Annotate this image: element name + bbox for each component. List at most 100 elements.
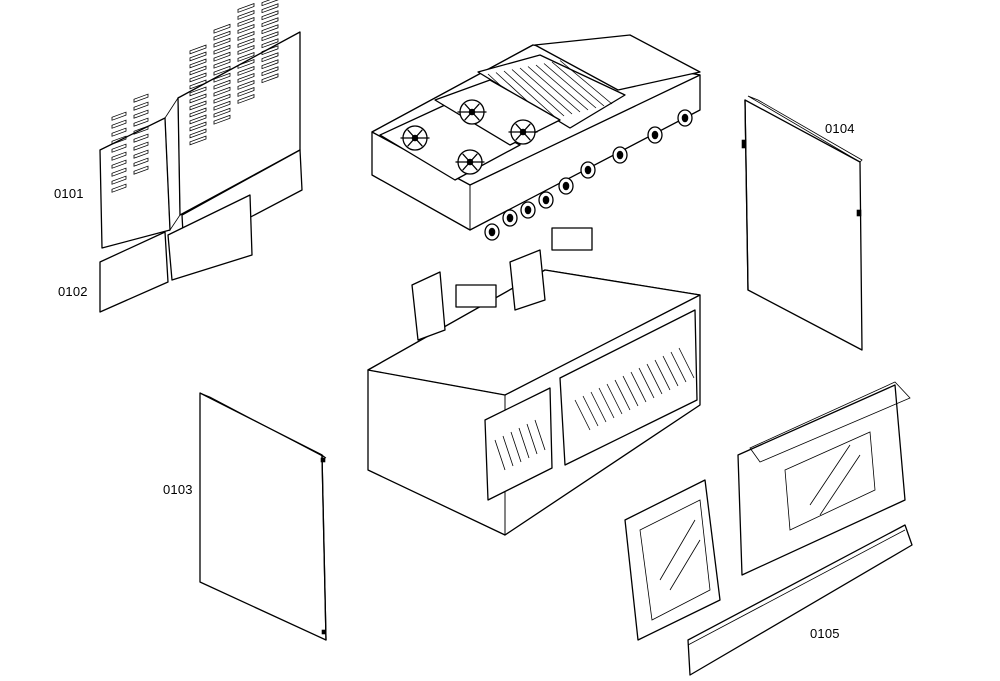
grill-bar xyxy=(535,64,589,111)
louver-slot xyxy=(189,58,207,69)
louver-slot xyxy=(237,59,255,69)
louver-slot xyxy=(261,0,279,7)
louver-slot xyxy=(213,23,231,34)
louver-slot xyxy=(189,44,207,55)
part-label-0103: 0103 xyxy=(163,482,193,497)
louver-slot xyxy=(237,66,255,76)
louver-slot xyxy=(189,107,207,118)
louver-slot xyxy=(111,111,127,121)
louver-slot xyxy=(213,30,231,41)
louver-slot xyxy=(261,73,279,84)
grill-bar xyxy=(519,67,573,115)
rack-wire xyxy=(638,367,655,399)
louver-slot xyxy=(261,66,279,77)
louver-slot xyxy=(237,24,255,34)
louver-slot xyxy=(261,59,279,70)
oven-doors-kickplate-part[interactable] xyxy=(624,381,913,676)
louver-slot xyxy=(261,24,279,35)
cooktop-assembly xyxy=(371,34,701,241)
knob-center xyxy=(584,165,592,175)
rack-wire xyxy=(606,383,623,415)
knob-center xyxy=(542,195,550,205)
knob-center xyxy=(524,205,532,215)
grill-bar xyxy=(511,69,565,117)
louver-slot xyxy=(133,133,149,143)
louver-slot xyxy=(111,183,127,193)
part-label-0105: 0105 xyxy=(810,626,840,641)
louver-slot xyxy=(261,52,279,63)
knob-center xyxy=(616,150,624,160)
grill-bar xyxy=(551,61,605,107)
louver-slot xyxy=(189,114,207,125)
louver-slot xyxy=(213,65,231,76)
left-side-panel-part[interactable] xyxy=(199,392,327,641)
louver-slot xyxy=(111,159,127,169)
louver-slot xyxy=(111,167,127,177)
louver-slot xyxy=(237,3,255,13)
oven-body xyxy=(367,227,701,536)
louver-slot xyxy=(189,128,207,139)
louver-slot xyxy=(133,165,149,175)
louver-slot xyxy=(189,79,207,90)
knob-center xyxy=(562,181,570,191)
louver-slot xyxy=(237,52,255,62)
louver-slot xyxy=(213,79,231,90)
louver-slot xyxy=(237,17,255,27)
knob-center xyxy=(681,113,689,123)
louver-slot xyxy=(189,86,207,97)
louver-slot xyxy=(189,72,207,83)
louver-slot xyxy=(133,141,149,151)
right-side-panel-part[interactable] xyxy=(741,95,863,351)
louver-slot xyxy=(237,73,255,83)
louver-slot xyxy=(189,65,207,76)
louver-slot xyxy=(213,100,231,111)
louver-slot xyxy=(213,44,231,55)
louver-slot xyxy=(111,127,127,137)
part-label-0102: 0102 xyxy=(58,284,88,299)
burner-cap xyxy=(468,108,476,116)
burner-cap xyxy=(466,158,474,166)
louver-slot xyxy=(133,109,149,119)
rack-wire xyxy=(654,359,671,391)
louver-slot xyxy=(237,38,255,48)
louver-slot xyxy=(237,87,255,97)
louver-slot xyxy=(133,157,149,167)
rack-wire xyxy=(614,379,631,411)
rack-wire xyxy=(598,387,615,419)
louver-slot xyxy=(237,80,255,90)
rack-wire xyxy=(678,347,695,379)
louver-slot xyxy=(133,117,149,127)
louver-slot xyxy=(213,37,231,48)
louver-slot xyxy=(189,93,207,104)
louver-slot xyxy=(237,31,255,41)
rack-wire xyxy=(622,375,639,407)
burner-cap xyxy=(519,128,527,136)
louver-slot xyxy=(111,135,127,145)
louver-slot xyxy=(261,38,279,49)
louver-slot xyxy=(189,51,207,62)
louver-slot xyxy=(133,93,149,103)
rack-wire xyxy=(510,431,522,463)
louver-slot xyxy=(213,93,231,104)
louver-slot xyxy=(261,17,279,28)
grill-bar xyxy=(527,66,581,113)
rack-wire xyxy=(646,363,663,395)
louver-slot xyxy=(261,3,279,14)
rack-wire xyxy=(534,419,546,451)
knob-center xyxy=(506,213,514,223)
louver-slot xyxy=(133,125,149,135)
louver-slot xyxy=(213,51,231,62)
rear-lower-panel-part[interactable] xyxy=(99,231,169,313)
louver-slot xyxy=(261,45,279,56)
rack-wire xyxy=(518,427,530,459)
louver-slot xyxy=(189,121,207,132)
grill-bar xyxy=(559,60,613,105)
louver-slot xyxy=(261,31,279,42)
louver-slot xyxy=(189,100,207,111)
rack-wire xyxy=(590,391,607,423)
louver-slot xyxy=(213,107,231,118)
rack-wire xyxy=(494,439,506,471)
louver-slot xyxy=(111,119,127,129)
part-label-0104: 0104 xyxy=(825,121,855,136)
rear-panel-part[interactable] xyxy=(99,0,303,281)
